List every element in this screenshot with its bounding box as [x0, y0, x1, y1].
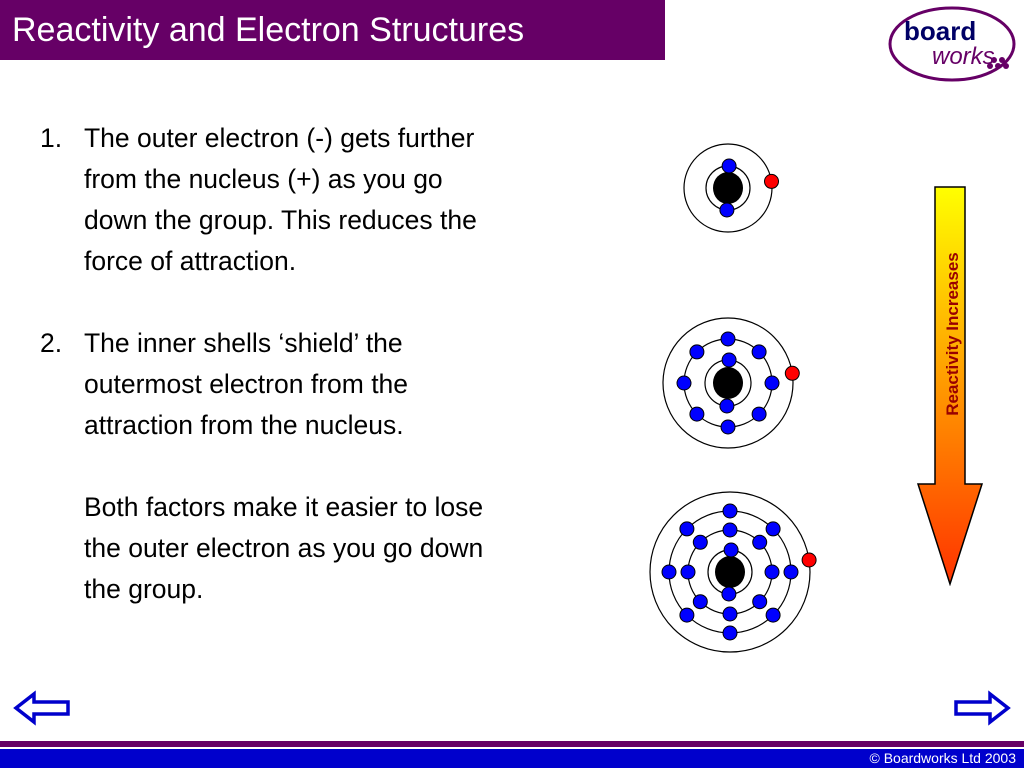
outer-electron [801, 552, 817, 568]
electron [689, 406, 705, 422]
atom-diagram [683, 143, 779, 233]
point-text: The inner shells ‘shield’ the outermost … [84, 323, 620, 446]
copyright-text: © Boardworks Ltd 2003 [869, 750, 1016, 766]
electron [751, 344, 767, 360]
atom-diagram [662, 317, 800, 449]
nucleus [713, 172, 743, 204]
nucleus [713, 367, 743, 399]
electron [689, 344, 705, 360]
logo-word-works: works [932, 43, 995, 70]
reactivity-arrow: Reactivity Increases [916, 186, 984, 586]
point-number: 1. [40, 123, 63, 153]
atom-diagram [649, 491, 817, 653]
point-line: force of attraction. [84, 246, 297, 276]
electron-shell [662, 317, 794, 449]
electron [723, 542, 739, 558]
electron [661, 564, 677, 580]
electron [721, 586, 737, 602]
forward-button[interactable] [952, 688, 1012, 728]
slide-body: 1. The outer electron (-) gets further f… [40, 118, 620, 610]
conclusion: Both factors make it easier to lose the … [40, 487, 620, 610]
title-bar: Reactivity and Electron Structures [0, 0, 665, 60]
electron [719, 398, 735, 414]
conclusion-line: the outer electron as you go down [84, 533, 484, 563]
electron [719, 202, 735, 218]
electron [720, 419, 736, 435]
electron [765, 607, 781, 623]
electron [722, 503, 738, 519]
slide-title: Reactivity and Electron Structures [12, 10, 525, 49]
electron [721, 158, 737, 174]
electron [679, 521, 695, 537]
electron [764, 564, 780, 580]
electron [680, 564, 696, 580]
point-line: attraction from the nucleus. [84, 410, 404, 440]
point-line: The outer electron (-) gets further [84, 123, 475, 153]
point-line: from the nucleus (+) as you go [84, 164, 443, 194]
logo-word-board: board [904, 16, 976, 46]
electron [752, 594, 768, 610]
point-line: down the group. This reduces the [84, 205, 477, 235]
electron [751, 406, 767, 422]
footer-bar [0, 749, 1024, 768]
electron [722, 522, 738, 538]
electron [752, 534, 768, 550]
point-text: The outer electron (-) gets further from… [84, 118, 620, 282]
electron [722, 606, 738, 622]
back-arrow-icon [13, 690, 70, 726]
electron [720, 331, 736, 347]
electron [679, 607, 695, 623]
electron [692, 594, 708, 610]
point-line: The inner shells ‘shield’ the [84, 328, 403, 358]
point-line: outermost electron from the [84, 369, 409, 399]
nucleus [715, 556, 745, 588]
point-2: 2. The inner shells ‘shield’ the outermo… [40, 323, 620, 446]
footer-divider [0, 741, 1024, 747]
electron [692, 534, 708, 550]
electron [783, 564, 799, 580]
conclusion-line: the group. [84, 574, 204, 604]
electron [764, 375, 780, 391]
outer-electron [764, 173, 779, 189]
electron [722, 625, 738, 641]
outer-electron [784, 365, 800, 381]
electron [676, 375, 692, 391]
point-1: 1. The outer electron (-) gets further f… [40, 118, 620, 282]
back-button[interactable] [12, 688, 72, 728]
forward-arrow-icon [954, 690, 1011, 726]
reactivity-label: Reactivity Increases [943, 252, 962, 416]
atom-diagrams [649, 143, 817, 653]
electron-shell [649, 491, 811, 653]
electron [721, 352, 737, 368]
conclusion-line: Both factors make it easier to lose [84, 492, 484, 522]
electron [765, 521, 781, 537]
boardworks-logo: board works [888, 6, 1016, 82]
point-number: 2. [40, 328, 63, 358]
